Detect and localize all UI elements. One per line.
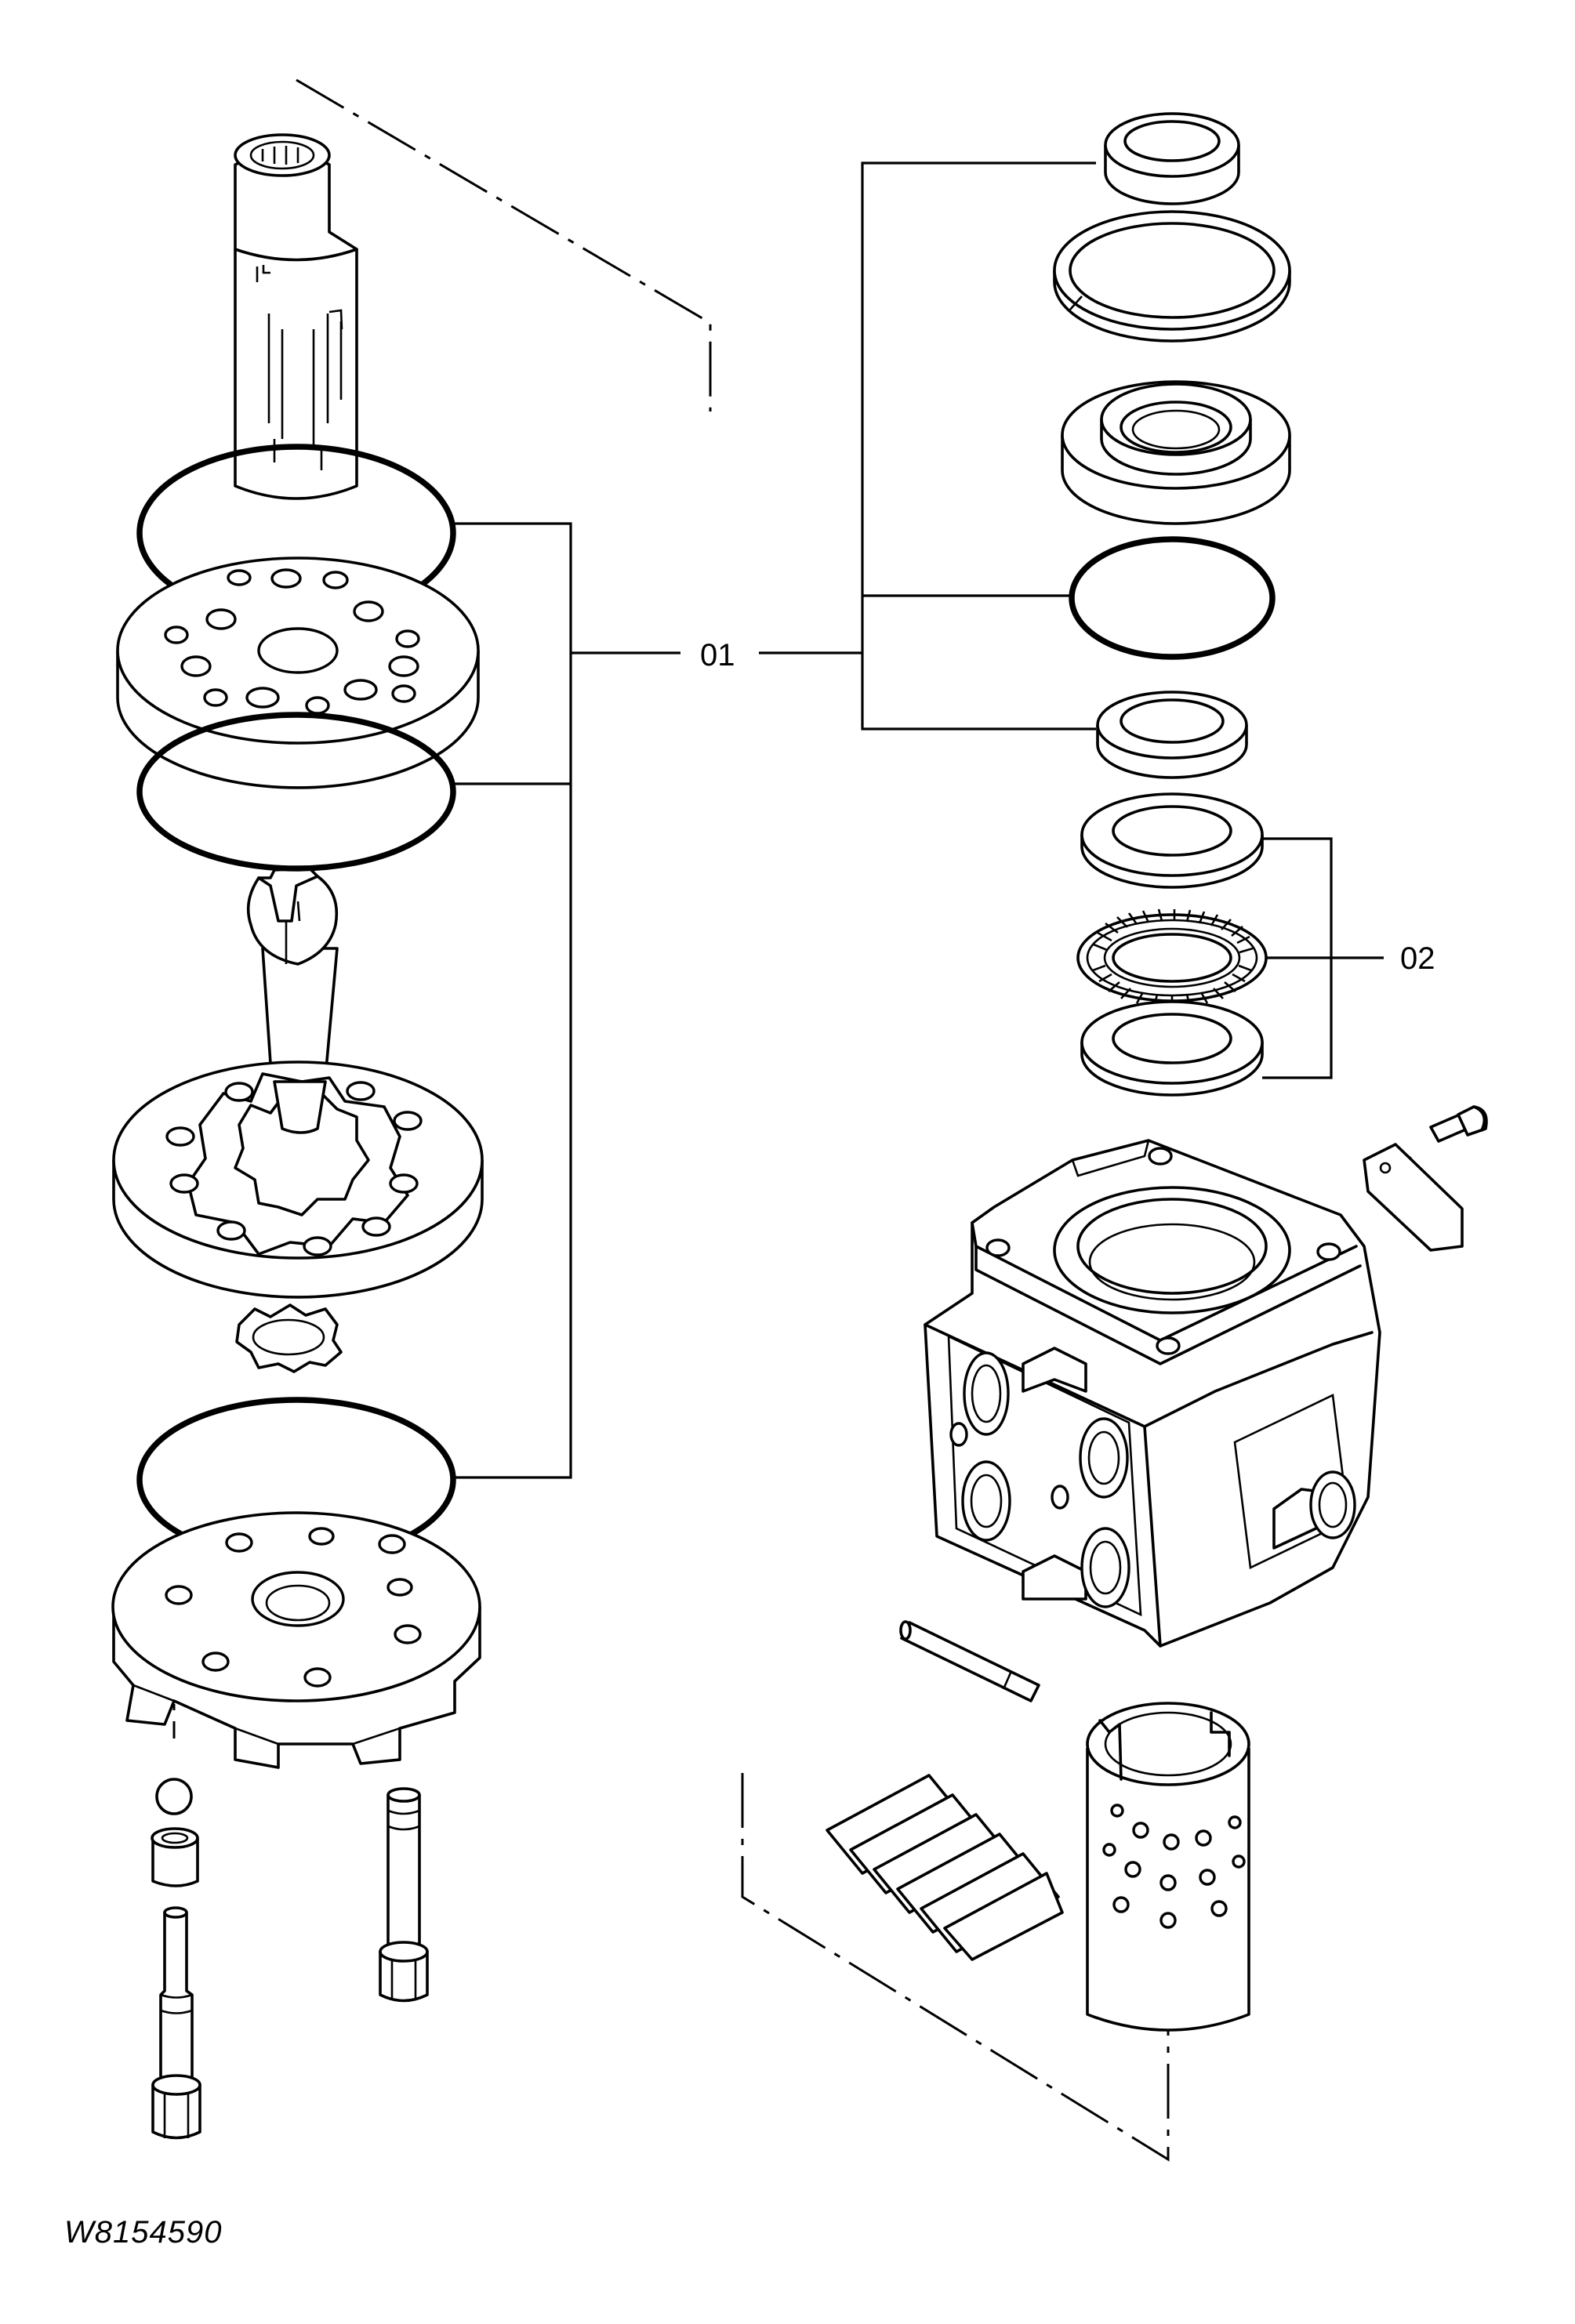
- centering-springs: [826, 1774, 1064, 1961]
- needle-thrust-bearing: [1076, 908, 1268, 1007]
- callout-02: 02: [1400, 941, 1435, 976]
- spool-sleeve: [234, 133, 358, 500]
- end-cover: [111, 1511, 481, 1769]
- shaft-seal: [1061, 380, 1291, 525]
- name-plate: [1363, 1143, 1464, 1252]
- callout-01: 01: [700, 638, 735, 673]
- cover-bolt: [379, 1787, 429, 2003]
- leader-lines-01: [453, 161, 1096, 1479]
- valve-spool: [1086, 1702, 1250, 2032]
- o-ring: [1069, 536, 1276, 660]
- bushing: [1096, 691, 1248, 779]
- cover-bolt: [151, 1906, 201, 2140]
- cross-pin: [899, 1620, 1040, 1702]
- distribution-plate: [116, 557, 480, 789]
- plate-screw: [1429, 1105, 1488, 1143]
- spacer: [235, 1303, 343, 1373]
- figure-id: W8154590: [64, 2215, 223, 2250]
- check-ball: [155, 1778, 193, 1815]
- valve-housing: [924, 1139, 1381, 1648]
- retaining-ring: [1053, 210, 1291, 343]
- dust-seal: [1104, 112, 1240, 205]
- leader-lines-02: [1262, 837, 1384, 1079]
- gerotor-set: [112, 1060, 484, 1299]
- thrust-washer: [1080, 1000, 1264, 1097]
- thrust-washer: [1080, 792, 1264, 889]
- ball-seat: [151, 1827, 199, 1887]
